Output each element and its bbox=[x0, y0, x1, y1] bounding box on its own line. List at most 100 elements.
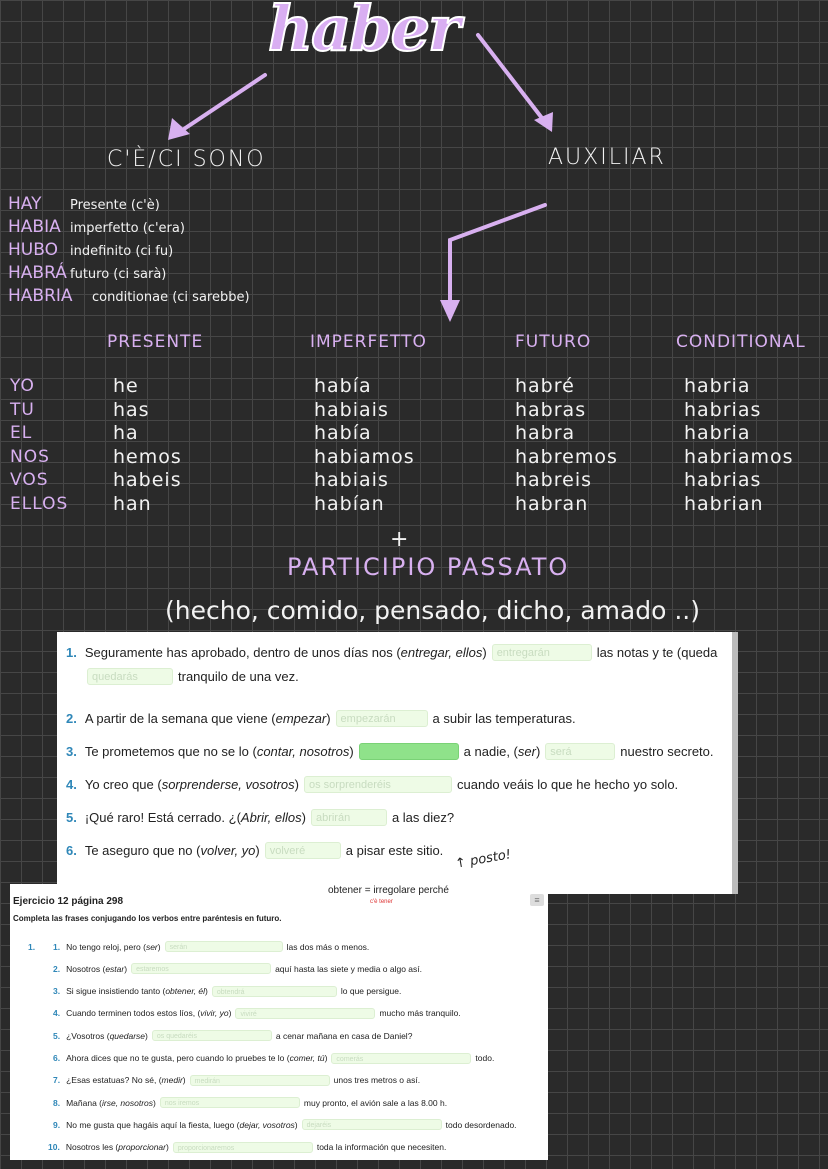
sentence-text: ) bbox=[326, 711, 331, 726]
sentence-text: tranquilo de una vez. bbox=[178, 669, 299, 684]
conjugation-cell: habria bbox=[684, 422, 751, 444]
participle-examples: (hecho, comido, pensado, dicho, amado ..… bbox=[165, 596, 700, 625]
answer-input[interactable]: dejaréis bbox=[301, 1119, 442, 1131]
sentence-text: Te prometemos que no se lo ( bbox=[84, 744, 257, 759]
answer-input[interactable]: quedarás bbox=[87, 668, 173, 685]
verb-hint: Abrir, ellos bbox=[240, 810, 302, 825]
exercise-item: 2.A partir de la semana que viene (empez… bbox=[66, 710, 576, 727]
item-number: 4. bbox=[66, 777, 77, 792]
form-description: Presente (c'è) bbox=[70, 198, 160, 213]
conjugation-cell: habiamos bbox=[314, 445, 415, 468]
conjugation-cell: he bbox=[113, 375, 139, 397]
item-number: 1. bbox=[66, 645, 77, 660]
answer-input[interactable]: volveré bbox=[264, 842, 341, 859]
verb-hint: entregar, ellos bbox=[400, 645, 483, 660]
sentence-text: a las diez? bbox=[391, 810, 455, 825]
sentence-text: ) bbox=[349, 744, 354, 759]
answer-input[interactable]: os sorprenderéis bbox=[304, 776, 452, 793]
answer-input[interactable]: proporcionaremos bbox=[172, 1141, 313, 1153]
item-number: 1. bbox=[53, 941, 61, 952]
conjugation-cell: habeis bbox=[113, 469, 182, 491]
header-conditional: CONDITIONAL bbox=[676, 332, 806, 352]
conjugation-cell: habreis bbox=[515, 469, 593, 491]
exercise-2-screenshot: Ejercicio 12 página 298 Completa las fra… bbox=[10, 884, 548, 1160]
conjugation-cell: habrias bbox=[684, 469, 762, 491]
paren: ) bbox=[205, 986, 208, 997]
item-number: 8. bbox=[53, 1097, 61, 1108]
pronoun: ELLOS bbox=[10, 493, 69, 514]
verb-hint: ser bbox=[517, 744, 536, 759]
exercise-instruction: Completa las frases conjugando los verbo… bbox=[13, 914, 282, 923]
paren: ) bbox=[166, 1142, 169, 1153]
paren: ) bbox=[157, 941, 161, 952]
sentence-text: Si sigue insistiendo tanto ( bbox=[66, 986, 166, 997]
sentence-text: No me gusta que hagáis aquí la fiesta, l… bbox=[66, 1119, 240, 1130]
answer-input[interactable]: obtendrá bbox=[211, 985, 337, 997]
conjugation-cell: habran bbox=[515, 492, 589, 515]
verb-hint: obtener, él bbox=[165, 986, 206, 997]
verb-hint: quedarse bbox=[109, 1030, 146, 1041]
sentence-text: Yo creo que ( bbox=[84, 777, 162, 792]
title-haber: haber bbox=[267, 0, 462, 66]
exercise-item: 1. Seguramente has aprobado, dentro de un… bbox=[66, 644, 717, 661]
exercise-item-continuation: quedarás tranquilo de una vez. bbox=[83, 668, 299, 685]
sentence-text: Seguramente has aprobado, dentro de unos… bbox=[84, 645, 401, 660]
handwritten-note-obtener: obtener = irregolare perché bbox=[328, 885, 449, 896]
sentence-text: nuestro secreto. bbox=[620, 744, 714, 759]
answer-input[interactable]: será bbox=[545, 743, 616, 760]
exercise-item: 10.Nosotros les (proporcionar)proporcion… bbox=[48, 1141, 447, 1153]
sentence-text: ¡Qué raro! Está cerrado. ¿( bbox=[84, 810, 241, 825]
item-number: 2. bbox=[53, 963, 61, 974]
conjugation-cell: habra bbox=[515, 422, 576, 444]
paren: ) bbox=[294, 1119, 298, 1130]
sentence-text: a subir las temperaturas. bbox=[432, 711, 576, 726]
item-number: 2. bbox=[66, 711, 77, 726]
answer-input[interactable]: nos iremos bbox=[159, 1097, 300, 1109]
sentence-text: unos tres metros o así. bbox=[333, 1075, 421, 1086]
answer-input[interactable]: os quedaréis bbox=[151, 1030, 272, 1042]
answer-input[interactable] bbox=[358, 743, 459, 760]
sentence-text: toda la información que necesiten. bbox=[316, 1142, 447, 1153]
participio-passato: PARTICIPIO PASSATO bbox=[287, 553, 570, 581]
sentence-text: ) bbox=[301, 810, 306, 825]
sentence-text: Nosotros les ( bbox=[65, 1142, 119, 1153]
answer-input[interactable]: comerás bbox=[331, 1052, 472, 1064]
arrow-left-icon bbox=[176, 73, 267, 135]
verb-hint: medir bbox=[161, 1075, 183, 1086]
paren: ) bbox=[153, 1097, 156, 1108]
form-description: imperfetto (c'era) bbox=[70, 221, 185, 236]
form-word: HABIA bbox=[8, 217, 61, 237]
pronoun: VOS bbox=[10, 470, 49, 490]
conjugation-cell: habras bbox=[515, 398, 587, 421]
answer-input[interactable]: viviré bbox=[235, 1007, 376, 1019]
exercise-item: 3. Si sigue insistiendo tanto (obtener, é… bbox=[53, 985, 401, 997]
conjugation-cell: hemos bbox=[113, 445, 182, 468]
answer-input[interactable]: abrirán bbox=[310, 809, 387, 826]
answer-input[interactable]: serán bbox=[164, 941, 283, 952]
answer-input[interactable]: entregarán bbox=[491, 644, 592, 661]
answer-input[interactable]: estaremos bbox=[131, 963, 272, 975]
answer-input[interactable]: empezarán bbox=[335, 710, 428, 727]
menu-icon[interactable]: ≡ bbox=[530, 894, 544, 906]
sentence-text: cuando veáis lo que he hecho yo solo. bbox=[457, 777, 679, 792]
conjugation-cell: había bbox=[314, 422, 372, 444]
sentence-text: Ahora dices que no te gusta, pero cuando… bbox=[66, 1053, 290, 1063]
header-futuro: FUTURO bbox=[515, 332, 592, 352]
form-word: HABRIA bbox=[8, 286, 73, 306]
item-number: 3. bbox=[53, 986, 61, 997]
item-number: 4. bbox=[53, 1008, 61, 1019]
verb-hint: proporcionar bbox=[118, 1142, 166, 1153]
exercise-item: 6.Ahora dices que no te gusta, pero cuan… bbox=[53, 1052, 494, 1064]
conjugation-cell: habían bbox=[314, 492, 385, 515]
answer-input[interactable]: medirán bbox=[189, 1074, 330, 1086]
sentence-text: ) bbox=[535, 744, 541, 759]
item-number: 6. bbox=[66, 843, 77, 858]
form-word: HUBO bbox=[8, 240, 58, 260]
paren: ) bbox=[182, 1075, 186, 1086]
item-number: 7. bbox=[53, 1075, 61, 1086]
